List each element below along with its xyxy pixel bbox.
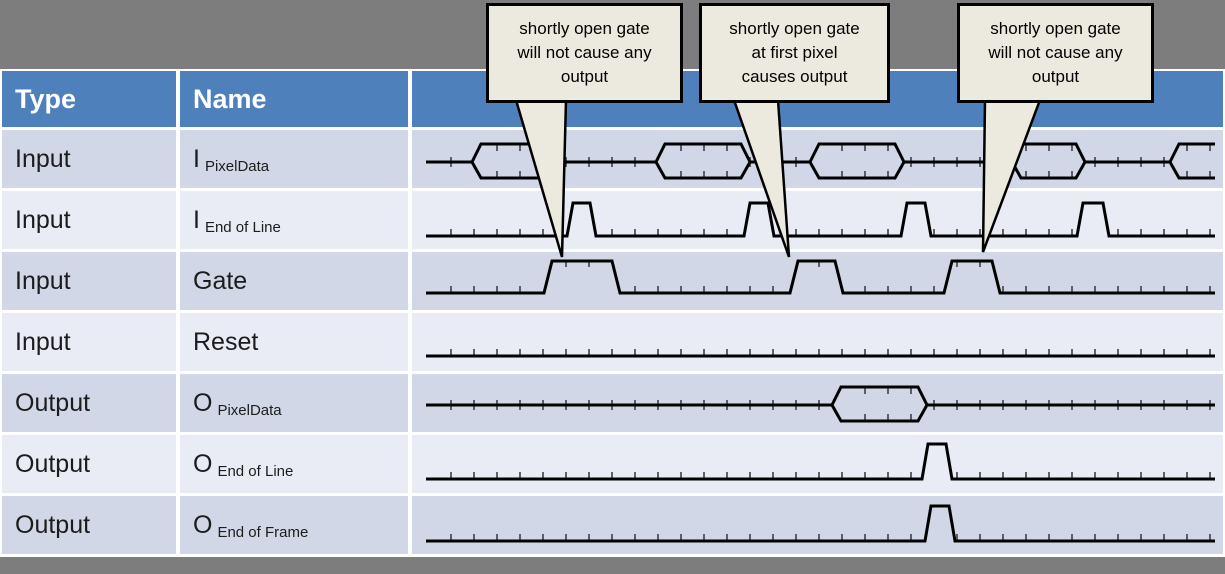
waveform-cell: [412, 374, 1223, 432]
waveform-i-end-of-line: [426, 201, 1215, 238]
row-name: I PixelData: [180, 130, 408, 188]
signal-label: Gate: [193, 266, 248, 295]
row-type: Output: [2, 496, 176, 554]
row-name: Reset: [180, 313, 408, 371]
signal-sublabel: End of Frame: [217, 523, 309, 541]
waveform-cell: [412, 130, 1223, 188]
waveform-o-pixeldata: [426, 385, 1215, 423]
signal-sublabel: End of Line: [204, 218, 281, 236]
row-name: O End of Line: [180, 435, 408, 493]
signal-label: I: [193, 205, 200, 234]
signal-label: I: [193, 144, 200, 173]
header-type: Type: [2, 71, 176, 127]
timing-table: Type Name Input I PixelData Input I End …: [0, 69, 1225, 557]
waveform-i-pixeldata: [426, 142, 1215, 180]
waveform-reset: [426, 349, 1215, 358]
waveform-gate: [426, 259, 1215, 295]
waveform-cell: [412, 435, 1223, 493]
waveform-o-end-of-line: [426, 442, 1215, 481]
signal-label: O: [193, 449, 213, 478]
row-type: Input: [2, 252, 176, 310]
row-type: Input: [2, 313, 176, 371]
signal-sublabel: PixelData: [217, 401, 282, 419]
waveform-cell: [412, 252, 1223, 310]
waveform-cell: [412, 313, 1223, 371]
callout-no-output-2: shortly open gate will not cause any out…: [957, 3, 1154, 103]
signal-label: Reset: [193, 327, 259, 356]
signal-label: O: [193, 388, 213, 417]
header-name: Name: [180, 71, 408, 127]
row-name: Gate: [180, 252, 408, 310]
row-type: Input: [2, 130, 176, 188]
waveform-o-end-of-frame: [426, 504, 1215, 543]
row-type: Output: [2, 374, 176, 432]
row-type: Input: [2, 191, 176, 249]
callout-causes-output: shortly open gate at first pixel causes …: [699, 3, 890, 103]
signal-label: O: [193, 510, 213, 539]
callout-no-output-1: shortly open gate will not cause any out…: [486, 3, 683, 103]
waveform-cell: [412, 496, 1223, 554]
row-name: I End of Line: [180, 191, 408, 249]
waveform-cell: [412, 191, 1223, 249]
row-type: Output: [2, 435, 176, 493]
signal-sublabel: PixelData: [204, 157, 270, 175]
signal-sublabel: End of Line: [217, 462, 294, 480]
row-name: O PixelData: [180, 374, 408, 432]
row-name: O End of Frame: [180, 496, 408, 554]
